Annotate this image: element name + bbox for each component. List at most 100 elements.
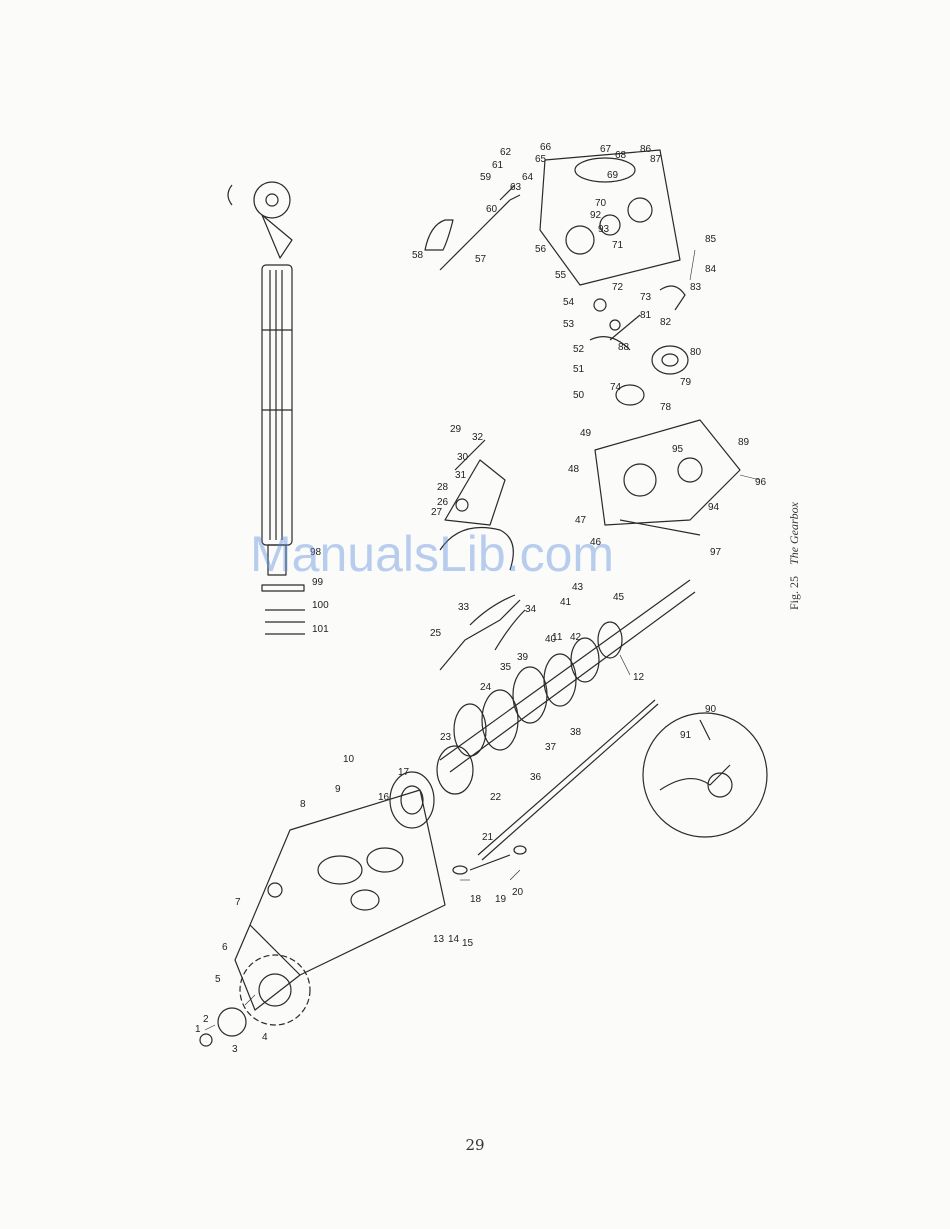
callout-11: 11 [552, 632, 563, 643]
callout-14: 14 [448, 934, 460, 945]
callout-23: 23 [440, 732, 452, 743]
callout-91: 91 [680, 730, 692, 741]
callout-36: 36 [530, 772, 542, 783]
callout-72: 72 [612, 282, 624, 293]
callout-64: 64 [522, 172, 534, 183]
callout-81: 81 [640, 310, 652, 321]
callout-62: 62 [500, 147, 512, 158]
callout-79: 79 [680, 377, 692, 388]
callout-10: 10 [343, 754, 355, 765]
ratchet-parts-drawing [589, 285, 689, 406]
callout-60: 60 [486, 204, 498, 215]
callout-34: 34 [525, 604, 537, 615]
callout-39: 39 [517, 652, 529, 663]
callout-29: 29 [450, 424, 462, 435]
callout-86: 86 [640, 144, 652, 155]
callout-49: 49 [580, 428, 592, 439]
callout-53: 53 [563, 319, 575, 330]
callout-17: 17 [398, 767, 410, 778]
watermark: ManualsLib.com [250, 526, 615, 582]
callout-7: 7 [235, 897, 241, 908]
callout-26: 26 [437, 497, 449, 508]
callout-101: 101 [312, 624, 329, 635]
callout-55: 55 [555, 270, 567, 281]
callout-71: 71 [612, 240, 624, 251]
callout-59: 59 [480, 172, 492, 183]
callout-99: 99 [312, 577, 324, 588]
callout-92: 92 [590, 210, 602, 221]
callout-95: 95 [672, 444, 684, 455]
callout-43: 43 [572, 582, 584, 593]
callout-3: 3 [232, 1044, 238, 1055]
callout-58: 58 [412, 250, 424, 261]
callout-30: 30 [457, 452, 469, 463]
callout-89: 89 [738, 437, 750, 448]
callout-47: 47 [575, 515, 587, 526]
callout-9: 9 [335, 784, 341, 795]
callout-50: 50 [573, 390, 585, 401]
callout-90: 90 [705, 704, 717, 715]
callout-65: 65 [535, 154, 547, 165]
callout-33: 33 [458, 602, 470, 613]
callout-28: 28 [437, 482, 449, 493]
callout-46: 46 [590, 537, 602, 548]
callout-70: 70 [595, 198, 607, 209]
gearbox-shell-drawing [234, 789, 446, 1011]
callout-15: 15 [462, 938, 474, 949]
outer-cover-drawing [539, 149, 681, 286]
callout-85: 85 [705, 234, 717, 245]
callout-12: 12 [633, 672, 645, 683]
sprocket-drawing [199, 954, 311, 1047]
figure-label: Fig. 25 [787, 575, 801, 610]
callout-5: 5 [215, 974, 221, 985]
callout-66: 66 [540, 142, 552, 153]
callout-87: 87 [650, 154, 662, 165]
callout-73: 73 [640, 292, 652, 303]
callout-83: 83 [690, 282, 702, 293]
callout-48: 48 [568, 464, 580, 475]
callout-63: 63 [510, 182, 522, 193]
callout-4: 4 [262, 1032, 268, 1043]
callout-68: 68 [615, 150, 627, 161]
callout-1: 1 [195, 1024, 201, 1035]
callout-100: 100 [312, 600, 329, 611]
gear-cluster-drawing [389, 579, 696, 875]
selector-fork-drawing [439, 526, 526, 671]
callout-20: 20 [512, 887, 524, 898]
inset-detail-drawing [642, 712, 768, 838]
callout-18: 18 [470, 894, 482, 905]
callout-56: 56 [535, 244, 547, 255]
callout-61: 61 [492, 160, 504, 171]
callout-69: 69 [607, 170, 619, 181]
callout-25: 25 [430, 628, 442, 639]
callout-84: 84 [705, 264, 717, 275]
callout-24: 24 [480, 682, 492, 693]
callout-80: 80 [690, 347, 702, 358]
page-number: 29 [465, 1136, 485, 1154]
callout-16: 16 [378, 792, 390, 803]
callout-41: 41 [560, 597, 572, 608]
callout-2: 2 [203, 1014, 209, 1025]
callout-13: 13 [433, 934, 445, 945]
callout-35: 35 [500, 662, 512, 673]
callout-74: 74 [610, 382, 622, 393]
shim-rings-drawing [261, 584, 305, 635]
callout-38: 38 [570, 727, 582, 738]
callout-45: 45 [613, 592, 625, 603]
callout-42: 42 [570, 632, 582, 643]
callout-88: 88 [618, 342, 630, 353]
inner-cover-drawing [594, 419, 741, 536]
callout-32: 32 [472, 432, 484, 443]
callout-94: 94 [708, 502, 720, 513]
callout-40: 40 [545, 634, 557, 645]
callout-57: 57 [475, 254, 487, 265]
callout-22: 22 [490, 792, 502, 803]
callout-27: 27 [431, 507, 443, 518]
callout-54: 54 [563, 297, 575, 308]
mainshaft-drawing [227, 181, 293, 576]
leader-lines [204, 249, 761, 1031]
callout-19: 19 [495, 894, 507, 905]
callout-8: 8 [300, 799, 306, 810]
